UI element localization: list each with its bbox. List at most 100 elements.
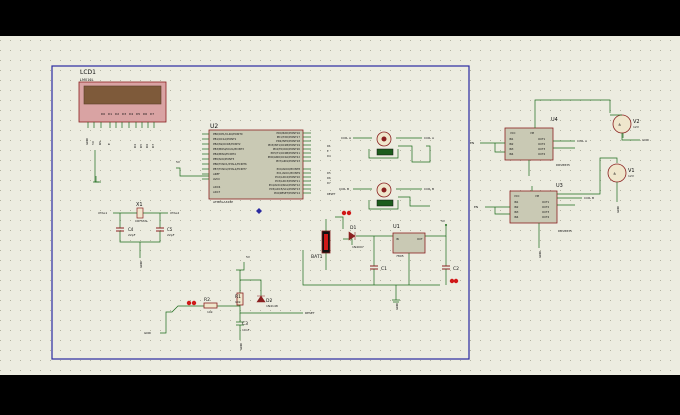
psu-ground-symbol [392,285,400,303]
c3-symbol [236,313,244,340]
lcd-ground-symbol [93,176,99,183]
voltage-source-v1[interactable]: ± V1 12V GND [607,163,635,213]
ground-rail [302,250,440,286]
u4-out1: OUT1 [538,137,546,141]
d1-ref: D1 [350,225,356,231]
v2-gnd-label: GND [642,138,650,142]
x1-value: CRYSTAL [135,219,148,223]
u4-in4: IN4 [509,152,514,156]
lcd-pin-label-d2: D2 [115,112,119,116]
r2-value: 10k [207,310,213,314]
u4-out4: OUT4 [538,152,546,156]
u3-coil-b-net: COIL B [584,196,594,200]
lcd-pin-label-d4: D4 [129,112,133,116]
u3-gnd-label: GND [538,250,542,258]
mcu-right-stubs [303,132,311,194]
r1-ref: R1 [235,294,241,300]
u3-out2: OUT2 [542,205,550,209]
motor-b-base [376,199,394,207]
power-supply[interactable]: BAT1 D1 1N4007 U1 IN OUT 7805 5V C1 C2 G… [302,210,459,310]
u1-ref: U1 [393,224,400,230]
psu-gnd-label: GND [395,302,399,310]
microcontroller-u2[interactable]: U2 ATMEGA328P PB0/ICP1/CLKO/PCINT0 PB1/O… [176,123,311,204]
mcu-pin-r2: PD2/INT0/PCINT18 [276,139,300,143]
mcu-left-pins: PB0/ICP1/CLKO/PCINT0 PB1/OC1A/PCINT1 PB2… [213,132,247,194]
r2-body [203,302,218,309]
u4-coil-a-net: COIL A [577,139,588,143]
u3-out1: OUT1 [542,200,550,204]
mcu-pin-l3: PB3/MOSI/OC2A/PCINT3 [213,147,244,151]
coil-a-label-right: COIL A [424,136,435,140]
mcu-pin-r6: PD6/AIN0/OC0A/PCINT22 [268,155,301,159]
mcu-pin-l10: ADC6 [213,185,221,189]
lcd-pins [87,122,155,128]
u3-vm-wire [557,157,618,195]
stepper-motor-a[interactable]: COIL A COIL A [341,131,435,163]
lcd-net-gnd: GND [85,137,89,145]
motor-a-shaft [381,136,387,142]
lcd-pin-label-d7: D7 [150,112,154,116]
mcu-pin-r13: PC5/ADC5/SCL/PCINT13 [269,187,300,191]
lcd-net-d5: D5 [139,144,143,148]
motor-driver-u4[interactable]: U4 VCC VM IN1 IN2 IN3 IN4 OUT1 OUT2 OUT3… [470,99,624,176]
lcd-pin-label-d3: D3 [122,112,126,116]
lcd-pin-label-d0: D0 [101,112,105,116]
sheet-frame [51,65,470,360]
v1-body [607,163,627,183]
mcu-net-d4: D4 [327,154,331,158]
lcd-net-d4: D4 [133,144,137,148]
bat1-cell [324,234,328,250]
probe-marker-4 [453,278,459,284]
filter-cap-ground [373,269,447,285]
mcu-net-d5: D5 [327,171,331,175]
filter-cap-wires [373,236,447,266]
u3-in4: IN4 [514,215,519,219]
bat-top-wire [335,216,344,229]
voltage-source-v2[interactable]: ± V2 12V GND [610,114,650,142]
mcu-avcc-wire [176,167,209,177]
mcu-pin-r5: PD5/T1/OC0B/PCINT21 [271,151,301,155]
u3-in1: IN1 [514,200,519,204]
u3-ref: U3 [556,183,563,189]
u3-vcc-pin: VCC [514,194,520,198]
mcu-pin-r8: PC0/ADC0/PCINT8 [277,167,301,171]
selection-marker[interactable] [256,208,262,214]
v1-ref: V1 [628,168,635,174]
motor-b-coil-wire [368,200,399,210]
u4-vcc-pin: VCC [510,131,516,135]
reset-vcc-label: 5V [246,255,251,259]
motor-a-return-wire [398,145,431,163]
r2-wires [160,305,240,334]
c1-ref: C1 [381,266,387,272]
u4-wires [480,140,575,176]
motor-driver-u3[interactable]: U3 VCC VM IN1 IN2 IN3 IN4 OUT1 OUT2 OUT3… [474,157,618,258]
lcd-module[interactable]: LCD1 LM016L D0 D1 D2 D3 D4 D5 D6 D7 GND … [78,69,167,183]
u1-value: 7805 [396,254,404,258]
reset-vcc-wire [236,262,245,295]
v2-symbol: ± [618,122,621,127]
mcu-pin-l1: PB1/OC1A/PCINT1 [213,137,237,141]
probe-marker-6 [191,300,197,306]
probe-marker-2 [346,210,352,216]
r2-ref: R2 [204,297,210,303]
diode-wire [343,238,353,245]
lcd-net-e: E [107,143,111,145]
c5-ref: C5 [167,227,173,232]
stepper-motor-b[interactable]: COIL B COIL B [339,182,434,210]
r2-gnd-label: GND [144,331,152,335]
u3-vm-pin: VM [535,194,539,198]
mcu-pin-r4: PD4/T0/XCK/PCINT20 [273,147,300,151]
coil-b-label-left: COIL B [339,187,349,191]
u4-body [504,127,554,161]
reset-circuit[interactable]: 5V R1 10k D2 1N4148 RESET R2 10k GND C3 … [144,255,315,350]
d2-symbol [256,295,266,303]
c3-ref: C3 [242,321,248,327]
mcu-pin-r1: PD1/TXD/PCINT17 [277,135,301,139]
mcu-model: ATMEGA328P [213,200,233,204]
crystal-circuit[interactable]: X1 CRYSTAL XTAL1 XTAL2 C4 22pF C5 22pF G… [98,202,179,268]
v1-symbol: ± [613,171,616,176]
u4-in1: IN1 [509,137,514,141]
mcu-vcc-label: 5V [176,160,181,164]
